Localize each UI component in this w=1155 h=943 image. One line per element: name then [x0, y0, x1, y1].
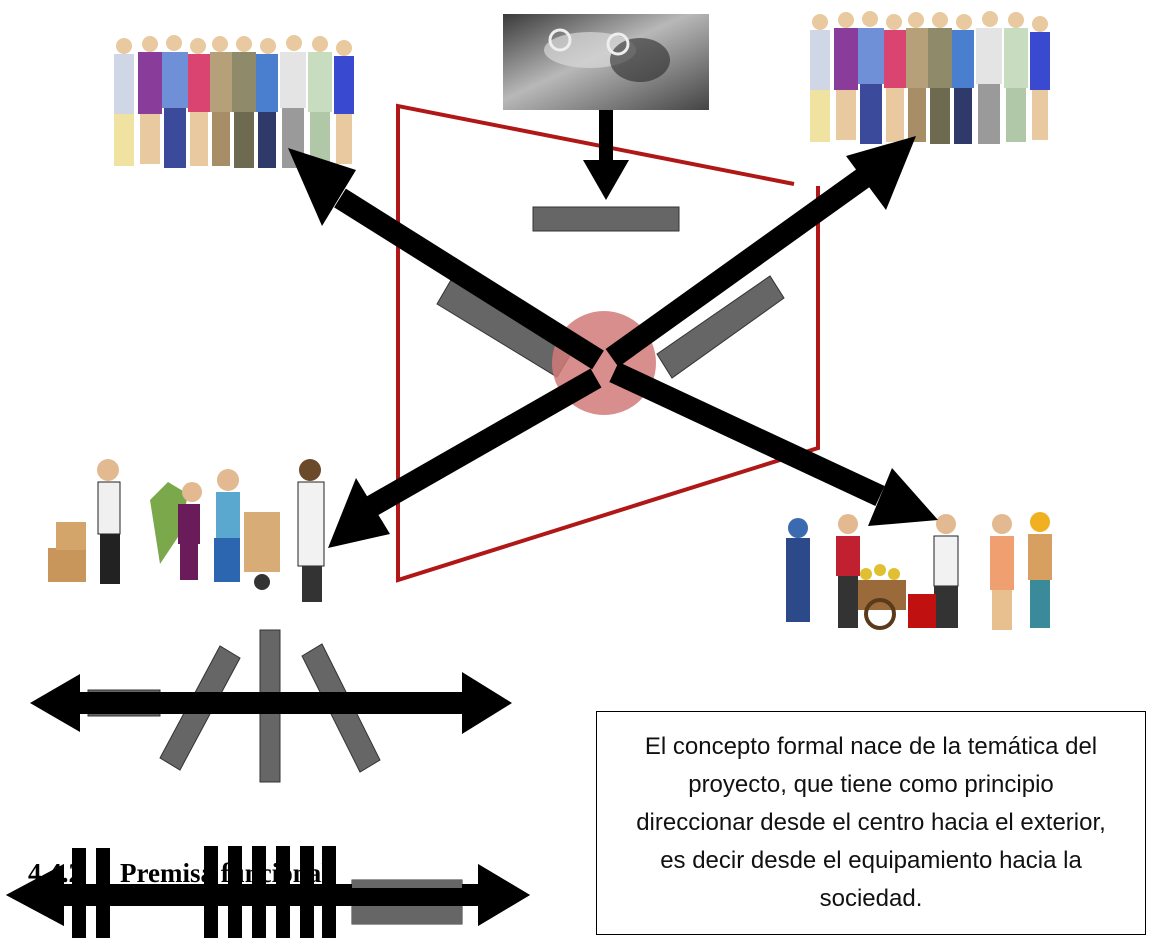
arrow-to-top-left-head — [288, 148, 356, 226]
section-title: Premisa funcional. — [120, 858, 336, 888]
handcuffs-photo — [503, 14, 709, 110]
arrow-to-bottom-left-head — [328, 478, 390, 548]
arrow-to-top-right — [605, 167, 873, 367]
arrow-to-bottom-left — [366, 368, 602, 516]
section-heading: 4.4.2 Premisa funcional. — [28, 858, 336, 889]
workers-group-bottom-left — [48, 459, 325, 602]
caption-box: El concepto formal nace de la temática d… — [596, 711, 1146, 935]
caption-text: El concepto formal nace de la temática d… — [636, 733, 1106, 912]
red-frame — [396, 103, 820, 583]
people-group-top-left — [114, 35, 354, 168]
arrow-to-top-right-head — [846, 136, 916, 210]
gray-bars — [436, 206, 785, 379]
arrows — [288, 110, 938, 548]
arrow-down-from-photo — [599, 110, 613, 162]
section-number: 4.4.2 — [28, 858, 82, 888]
arrow-to-bottom-right-head — [868, 468, 938, 526]
horizontal-diagram-1 — [30, 629, 512, 783]
workers-group-bottom-right — [786, 512, 1052, 630]
people-group-top-right — [810, 11, 1050, 144]
arrow-to-bottom-right — [609, 362, 885, 506]
arrow-down-from-photo-head — [583, 160, 629, 200]
arrow-to-top-left — [334, 188, 604, 370]
